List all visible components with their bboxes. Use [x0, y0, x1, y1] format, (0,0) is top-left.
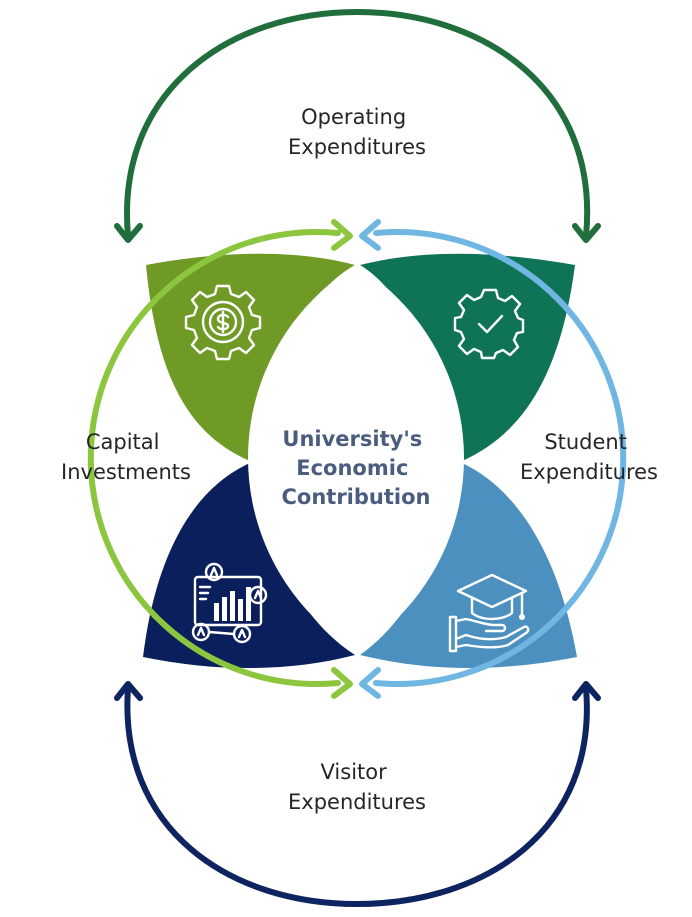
right-circle-arrow-bottom	[359, 667, 381, 699]
center-lens	[248, 232, 464, 684]
analytics-dashboard-icon	[191, 562, 268, 644]
bottom-cycle-label-line2: Expenditures	[288, 790, 426, 814]
left-circle-label: Capital Investments	[61, 430, 191, 484]
center-label-line1: University's	[282, 427, 422, 451]
top-cycle-label-line2: Expenditures	[288, 135, 426, 159]
right-circle-ring	[373, 229, 627, 687]
top-cycle-label: Operating Expenditures	[288, 105, 426, 159]
top-cycle-arc	[124, 8, 591, 239]
center-label-line3: Contribution	[282, 485, 431, 509]
petal-quadrants	[143, 253, 577, 669]
left-circle-label-line1: Capital	[86, 430, 160, 454]
graduation-cap-hand-icon	[448, 573, 530, 653]
bottom-cycle-arc	[124, 685, 590, 908]
right-circle-arrow-top	[359, 219, 381, 251]
right-circle-label-line1: Student	[544, 430, 627, 454]
bottom-cycle-arrowhead-right	[572, 681, 601, 701]
gear-check-icon	[453, 288, 525, 360]
center-label-line2: Economic	[296, 456, 408, 480]
left-circle-ring	[87, 229, 341, 687]
petal-top-left	[146, 253, 355, 461]
top-cycle-arrowhead-left	[114, 223, 143, 243]
top-cycle-arrowhead-right	[572, 223, 601, 243]
top-cycle-label-line1: Operating	[301, 105, 406, 129]
bottom-cycle-label-line1: Visitor	[321, 760, 388, 784]
right-circle-label-line2: Expenditures	[520, 460, 658, 484]
left-circle-arrow-bottom	[331, 667, 353, 699]
bottom-cycle-label: Visitor Expenditures	[288, 760, 426, 814]
right-circle-label: Student Expenditures	[520, 430, 658, 484]
left-circle-arrow-top	[331, 219, 353, 251]
petal-top-right	[360, 253, 575, 461]
center-label: University's Economic Contribution	[282, 427, 431, 509]
bottom-cycle-arrowhead-left	[114, 681, 143, 701]
gear-dollar-icon	[184, 284, 262, 361]
left-circle-label-line2: Investments	[61, 460, 191, 484]
